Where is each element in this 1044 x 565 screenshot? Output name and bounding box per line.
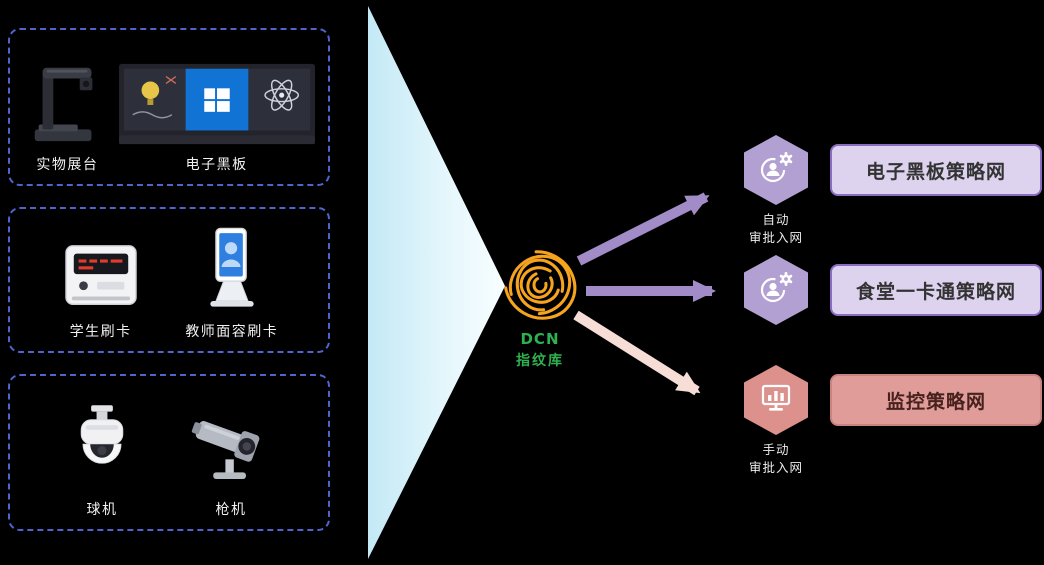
device-face-terminal: 教师面容刷卡 [185,224,278,341]
device-label: 学生刷卡 [69,324,132,340]
manual-approval-node [744,365,808,435]
device-label: 枪机 [215,502,247,518]
card-reader-icon [60,242,142,316]
policy-label: 监控策略网 [885,390,986,413]
approval-label-auto: 自动 审批入网 [726,211,826,246]
approval-label-manual: 手动 审批入网 [726,441,826,476]
device-card-reader: 学生刷卡 [60,242,142,341]
device-group-camera: 球机 枪机 [8,374,330,531]
device-label: 实物展台 [36,157,99,173]
device-smart-blackboard: 电子黑板 [118,63,315,174]
dome-camera-icon [64,402,140,494]
device-label: 电子黑板 [185,157,248,173]
device-document-camera: 实物展台 [23,57,111,174]
auto-approval-node-1 [744,135,808,205]
policy-box-blackboard: 电子黑板策略网 [830,144,1042,196]
approval-mode: 自动 [762,212,790,227]
auto-approval-node-2 [744,255,808,325]
hub-subtitle: 指纹库 [516,353,564,369]
automation-gear-icon [756,148,796,192]
device-label: 教师面容刷卡 [185,324,279,340]
monitor-chart-icon [756,378,796,422]
hub-label: DCN 指纹库 [488,330,592,370]
face-terminal-icon [199,224,265,316]
policy-label: 食堂一卡通策略网 [855,280,1016,303]
device-group-card: 学生刷卡 教师面容刷卡 [8,207,330,353]
policy-box-surveillance: 监控策略网 [830,374,1042,426]
policy-box-canteen: 食堂一卡通策略网 [830,264,1042,316]
bullet-camera-icon [188,410,274,494]
document-camera-icon [23,57,111,149]
hub-name: DCN [520,330,560,348]
approval-action: 审批入网 [748,229,803,245]
policy-label: 电子黑板策略网 [865,160,1006,183]
fingerprint-icon [503,244,577,326]
device-bullet-camera: 枪机 [188,410,274,519]
approval-mode: 手动 [762,442,790,457]
automation-gear-icon [756,268,796,312]
smart-blackboard-icon [118,63,315,149]
device-group-display: 实物展台 [8,28,330,186]
device-dome-camera: 球机 [64,402,140,519]
device-label: 球机 [86,502,118,518]
approval-action: 审批入网 [748,459,803,475]
funnel-triangle [368,6,505,559]
